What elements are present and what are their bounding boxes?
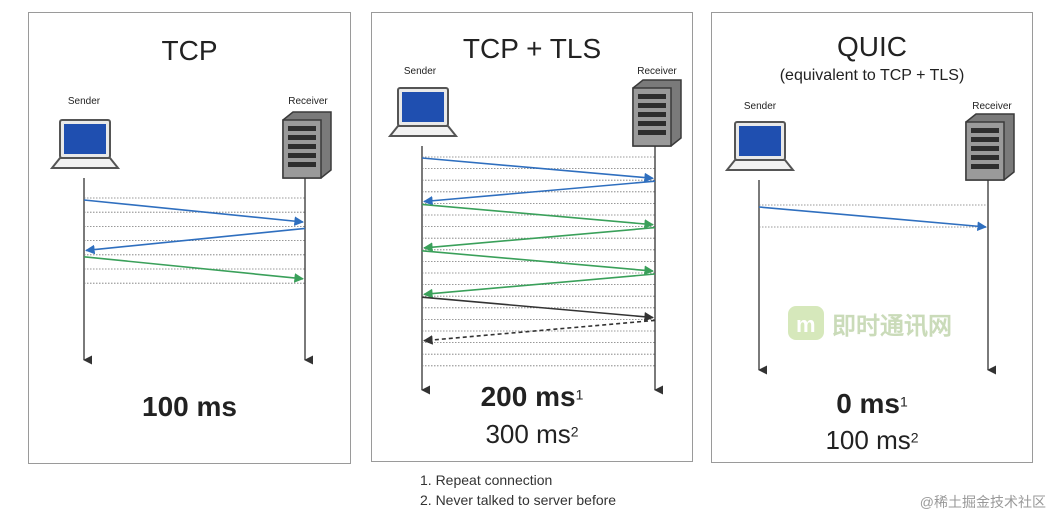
- panel-title: TCP + TLS: [462, 33, 602, 64]
- server-icon: [632, 79, 682, 147]
- laptop-icon: [724, 121, 796, 171]
- timing-alt-footnote-ref: 2: [910, 429, 919, 446]
- receiver-label: Receiver: [972, 101, 1012, 112]
- message-arrow-to-sender: [423, 226, 656, 252]
- timing-main: 200 ms: [480, 381, 576, 412]
- message-arrow-to-receiver: [421, 157, 654, 183]
- message-arrow-to-sender: [85, 227, 306, 255]
- tcp-panel: TCP 100 ms: [28, 12, 351, 464]
- timing-alt: 100 ms2: [712, 425, 1032, 456]
- message-arrow-to-receiver: [83, 256, 304, 283]
- footnote-2: 2. Never talked to server before: [420, 492, 617, 508]
- laptop-icon: [387, 87, 459, 137]
- timing-main: 0 ms: [836, 388, 901, 419]
- timing-main: 100 ms: [142, 391, 237, 422]
- message-arrow-to-sender: [423, 180, 656, 206]
- timing-alt-value: 300 ms: [485, 419, 571, 449]
- timing: 0 ms1: [712, 388, 1032, 420]
- quic-panel: QUIC (equivalent to TCP + TLS) 0 ms1 100…: [711, 12, 1033, 463]
- message-arrow-to-receiver: [421, 296, 654, 322]
- message-arrow-to-sender: [423, 319, 656, 345]
- panel-title: QUIC: [837, 31, 907, 62]
- watermark-logo: m 即时通讯网: [788, 300, 968, 355]
- timing-alt-value: 100 ms: [825, 425, 911, 455]
- footnotes: 1. Repeat connection 2. Never talked to …: [420, 470, 616, 510]
- watermark: @稀土掘金技术社区: [919, 494, 1046, 510]
- server-icon: [282, 111, 332, 179]
- message-arrow-to-receiver: [421, 250, 654, 276]
- message-arrow-to-sender: [423, 273, 656, 299]
- panel-title: TCP: [161, 35, 218, 66]
- timing: 200 ms1: [372, 381, 692, 413]
- panel-subtitle: (equivalent to TCP + TLS): [779, 67, 965, 84]
- timing-main-footnote-ref: 1: [575, 386, 584, 403]
- sender-label: Sender: [404, 66, 437, 77]
- message-arrow-to-receiver: [758, 206, 987, 232]
- svg-text:m: m: [796, 312, 816, 337]
- timing: 100 ms: [29, 391, 350, 423]
- message-arrow-to-receiver: [83, 199, 304, 226]
- footnote-1: 1. Repeat connection: [420, 472, 553, 488]
- sender-label: Sender: [744, 101, 777, 112]
- timing-alt-footnote-ref: 2: [570, 423, 579, 440]
- receiver-label: Receiver: [288, 96, 328, 107]
- sender-label: Sender: [68, 96, 101, 107]
- timing-main-footnote-ref: 1: [900, 393, 908, 410]
- watermark-logo-text: 即时通讯网: [832, 313, 952, 340]
- laptop-icon: [49, 119, 121, 169]
- timing-alt: 300 ms2: [372, 419, 692, 450]
- server-icon: [965, 113, 1015, 181]
- receiver-label: Receiver: [637, 66, 677, 77]
- message-arrow-to-receiver: [421, 203, 654, 229]
